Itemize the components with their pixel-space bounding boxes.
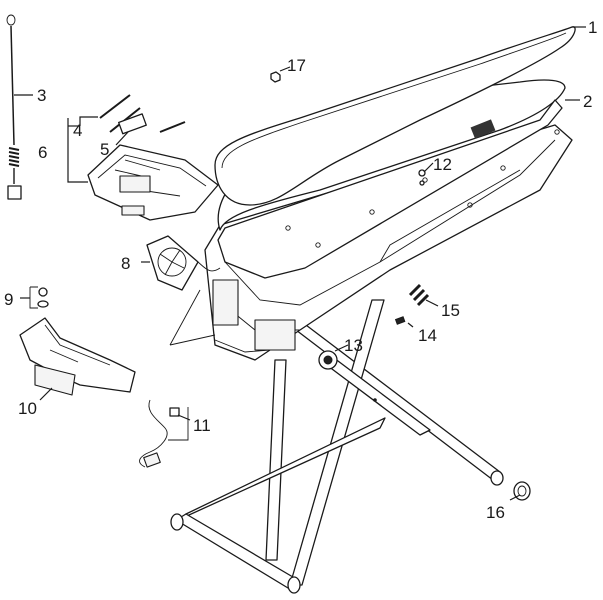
plug: [143, 452, 161, 468]
callout-15: 15: [441, 301, 460, 320]
nut-17-part: [270, 71, 281, 83]
board-cover-part: [214, 26, 576, 206]
callout-1: 1: [588, 18, 597, 37]
spring-cable-part: [6, 14, 22, 200]
rest-bar-1: [99, 94, 131, 119]
callout-5: 5: [100, 140, 109, 159]
iron-rest-tray: [87, 144, 219, 221]
fan-part: [146, 235, 221, 346]
iron-rest-part: [87, 94, 219, 221]
board-mesh: [470, 119, 496, 139]
pivot-rivet: [373, 398, 377, 402]
cover-sheet: [214, 26, 576, 206]
foot-cap-bottom: [287, 576, 301, 594]
leader-lines: [14, 26, 586, 501]
callout-14: 14: [418, 326, 437, 345]
power-cord-part: [139, 399, 189, 468]
pin-14-part: [394, 316, 406, 325]
callout-labels: 1 2 3 4 5 6 8 9 10 11 12 13 14 15 16 17: [4, 18, 597, 522]
callout-2: 2: [583, 92, 592, 111]
fan-housing: [146, 235, 199, 291]
tray-hook: [121, 205, 145, 216]
stand-frame: [170, 299, 504, 594]
screw-set-part: [29, 286, 49, 309]
rest-bar-3: [159, 121, 186, 133]
callout-12: 12: [433, 155, 452, 174]
screw-12-part: [418, 169, 426, 186]
callout-16: 16: [486, 503, 505, 522]
callout-13: 13: [344, 336, 363, 355]
foot-cap-right: [490, 470, 504, 486]
housing-front: [34, 364, 76, 396]
rods-15-part: [408, 283, 430, 307]
frame-bracket: [212, 279, 239, 326]
rest-plate: [118, 113, 147, 135]
control-housing-part: [19, 317, 136, 396]
callout-17: 17: [287, 56, 306, 75]
foot-bar: [175, 513, 299, 589]
board-frame: [204, 124, 573, 361]
callout-9: 9: [4, 290, 13, 309]
foot-cap-left: [170, 513, 184, 531]
board-plate-part: [217, 79, 566, 279]
hinge-part: [318, 350, 338, 370]
callout-11: 11: [193, 416, 211, 435]
callout-10: 10: [18, 399, 37, 418]
callout-4: 4: [73, 121, 82, 140]
frame-housing: [254, 319, 296, 351]
cross-leg: [265, 359, 287, 561]
tray-center: [119, 175, 151, 193]
callout-8: 8: [121, 254, 130, 273]
cable-clip: [7, 185, 22, 200]
callout-6: 6: [38, 143, 47, 162]
callout-3: 3: [37, 86, 46, 105]
cord-connector: [169, 407, 180, 417]
